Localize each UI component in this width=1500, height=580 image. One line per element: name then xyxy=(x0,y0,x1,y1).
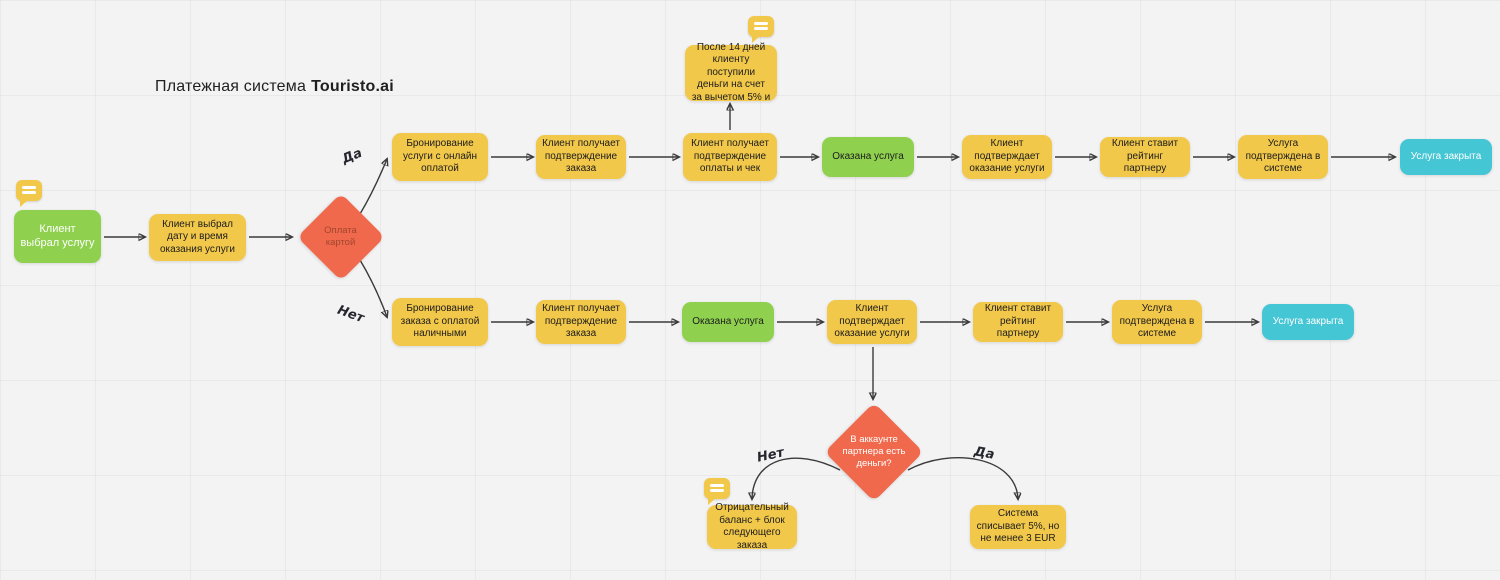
flow-node-online-confirmed-system[interactable]: Услуга подтверждена в системе xyxy=(1238,135,1328,179)
flow-node-online-confirm[interactable]: Клиент получает подтверждение заказа xyxy=(536,135,626,179)
comment-line xyxy=(22,186,36,189)
flow-node-cash-confirmed-system[interactable]: Услуга подтверждена в системе xyxy=(1112,300,1202,344)
comment-line xyxy=(710,484,724,487)
decision-label: Оплата картой xyxy=(324,225,357,248)
board-title: Платежная система Touristo.ai xyxy=(155,78,394,96)
board-title-prefix: Платежная система xyxy=(155,78,307,95)
flow-node-start[interactable]: Клиент выбрал услугу xyxy=(14,210,101,263)
comment-line xyxy=(22,191,36,194)
branch-label-yes: Да xyxy=(972,444,996,463)
flow-node-cash-rating[interactable]: Клиент ставит рейтинг партнеру xyxy=(973,302,1063,342)
board-title-brand: Touristo.ai xyxy=(311,78,394,95)
flow-node-cash-service-done[interactable]: Оказана услуга xyxy=(682,302,774,342)
comment-icon[interactable] xyxy=(704,478,730,505)
flow-node-cash-booking[interactable]: Бронирование заказа с оплатой наличными xyxy=(392,298,488,346)
flow-node-online-booking[interactable]: Бронирование услуги с онлайн оплатой xyxy=(392,133,488,181)
flow-node-cash-closed[interactable]: Услуга закрыта xyxy=(1262,304,1354,340)
comment-line xyxy=(754,22,768,25)
flow-node-note-14-days[interactable]: После 14 дней клиенту поступили деньги н… xyxy=(685,42,777,103)
flow-node-fee-charge[interactable]: Система списывает 5%, но не менее 3 EUR xyxy=(970,505,1066,549)
branch-label-no: Нет xyxy=(755,445,786,466)
flow-node-cash-confirm[interactable]: Клиент получает подтверждение заказа xyxy=(536,300,626,344)
flow-node-choose-date[interactable]: Клиент выбрал дату и время оказания услу… xyxy=(149,214,246,261)
flow-node-online-closed[interactable]: Услуга закрыта xyxy=(1400,139,1492,175)
comment-icon[interactable] xyxy=(748,16,774,43)
flow-node-cash-confirm-service[interactable]: Клиент подтверждает оказание услуги xyxy=(827,300,917,344)
comment-line xyxy=(754,27,768,30)
decision-node-pay-by-card[interactable]: Оплата картой xyxy=(296,193,385,281)
flow-node-online-payment-receipt[interactable]: Клиент получает подтверждение оплаты и ч… xyxy=(683,133,777,181)
connector[interactable] xyxy=(907,457,1018,499)
branch-label-no: Нет xyxy=(335,302,366,327)
flow-node-online-rating[interactable]: Клиент ставит рейтинг партнеру xyxy=(1100,137,1190,177)
branch-label-yes: Да xyxy=(339,145,365,168)
decision-label: В аккаунте партнера есть деньги? xyxy=(842,434,906,469)
decision-node-partner-money[interactable]: В аккаунте партнера есть деньги? xyxy=(824,402,924,502)
comment-line xyxy=(710,489,724,492)
flow-node-online-service-done[interactable]: Оказана услуга xyxy=(822,137,914,177)
flow-node-negative-balance[interactable]: Отрицательный баланс + блок следующего з… xyxy=(707,502,797,551)
flow-node-online-confirm-service[interactable]: Клиент подтверждает оказание услуги xyxy=(962,135,1052,179)
comment-icon[interactable] xyxy=(16,180,42,207)
